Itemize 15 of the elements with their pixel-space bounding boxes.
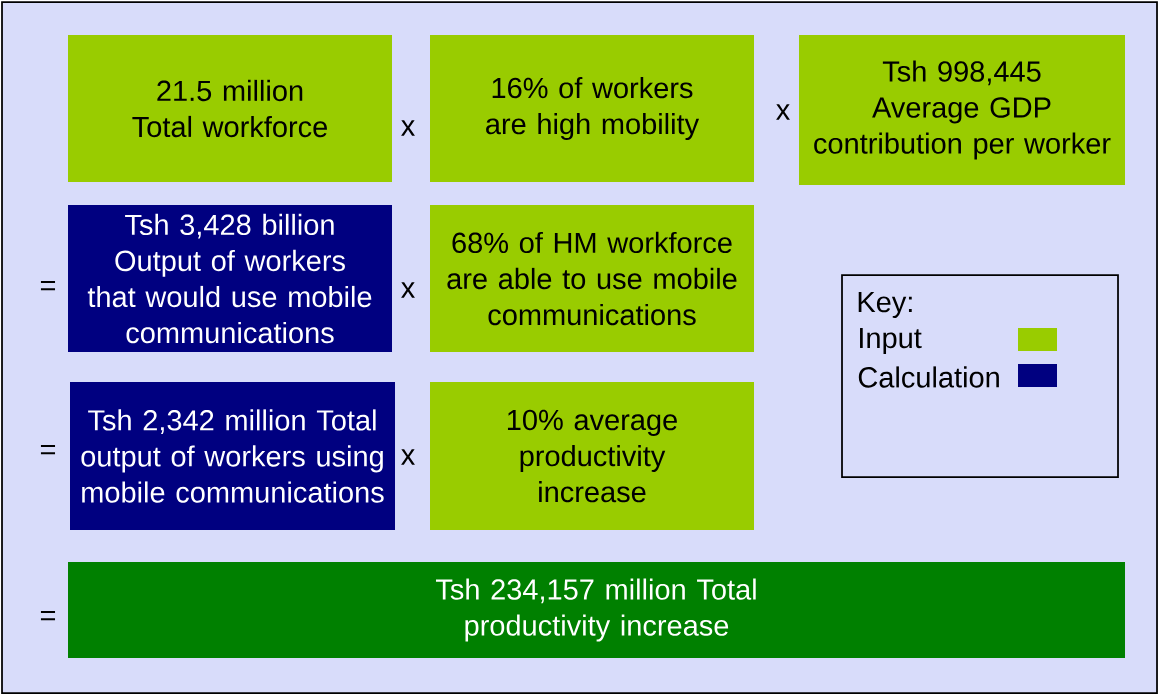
calculation-box: Tsh 3,428 billion Output of workers that would use mobile communications bbox=[68, 205, 392, 352]
operator-sign: x bbox=[401, 449, 415, 465]
input-box: Tsh 998,445 Average GDP contribution per worker bbox=[799, 35, 1125, 185]
legend-label: Calculation bbox=[858, 366, 999, 388]
input-box: 10% average productivity increase bbox=[430, 382, 754, 530]
calculation-box: Tsh 234,157 million Total productivity increase bbox=[68, 562, 1125, 658]
operator-sign: x bbox=[776, 104, 790, 120]
calculation-box: Tsh 2,342 million Total output of workers using mobile communications bbox=[70, 382, 395, 530]
operator-sign: x bbox=[401, 120, 415, 136]
legend-label: Input bbox=[860, 328, 922, 354]
operator-sign: = bbox=[40, 610, 56, 621]
operator-sign: x bbox=[401, 282, 415, 298]
input-box: 16% of workers are high mobility bbox=[430, 35, 754, 182]
input-box: 21.5 million Total workforce bbox=[68, 35, 392, 182]
input-box: 68% of HM workforce are able to use mobile communications bbox=[430, 205, 754, 352]
